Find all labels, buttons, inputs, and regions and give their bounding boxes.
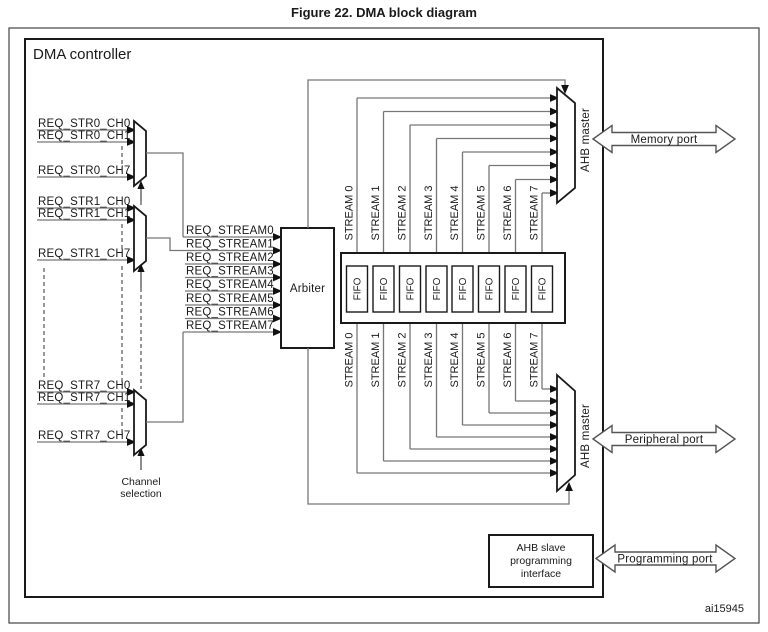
fifo-label: FIFO: [458, 277, 469, 300]
req-stream-label: REQ_STREAM3: [186, 266, 274, 278]
stream-label: STREAM 7: [529, 332, 541, 387]
req-label: REQ_STR7_CH0: [38, 380, 131, 392]
fifo-label: FIFO: [538, 277, 549, 300]
req-label: REQ_STR0_CH0: [38, 118, 131, 130]
memory-port-arrow: Memory port: [591, 124, 737, 154]
channel-mux-1: [133, 204, 147, 273]
fifo-label: FIFO: [511, 277, 522, 300]
fifo-box: [425, 265, 448, 313]
ahb-slave-label-line1: AHB slave: [516, 542, 565, 554]
fifo-label: FIFO: [485, 277, 496, 300]
peripheral-port-arrow: Peripheral port: [591, 424, 737, 454]
stream-label: STREAM 2: [397, 332, 409, 387]
stream-label: STREAM 2: [397, 185, 409, 240]
fifo-box: [345, 265, 369, 313]
fifo-box: [372, 265, 395, 313]
fifo-label: FIFO: [432, 277, 443, 300]
req-stream-label: REQ_STREAM6: [186, 307, 274, 319]
req-stream-label: REQ_STREAM2: [186, 252, 274, 264]
req-stream-label: REQ_STREAM1: [186, 239, 274, 251]
ellipsis-dashes: [43, 146, 142, 436]
figure-id: ai15945: [705, 603, 744, 615]
memory-port-label: Memory port: [631, 134, 698, 146]
stream-label: STREAM 6: [502, 332, 514, 387]
arbiter-to-peripheral-master-path: [307, 348, 573, 505]
peripheral-port-label: Peripheral port: [625, 434, 704, 446]
arbiter-label: Arbiter: [290, 283, 325, 295]
fifo-label: FIFO: [406, 277, 417, 300]
stream-label: STREAM 1: [370, 332, 382, 387]
ahb-slave-label-line3: interface: [521, 568, 561, 580]
fifo-label: FIFO: [353, 277, 364, 300]
request-group-7: REQ_STR7_CH0 REQ_STR7_CH1 REQ_STR7_CH7: [37, 332, 184, 457]
channel-selection-label-line1: Channel: [121, 476, 160, 488]
stream-label: STREAM 4: [449, 332, 461, 387]
stream-label: STREAM 7: [529, 185, 541, 240]
figure-frame: [8, 27, 760, 624]
channel-selection-arrows: Channel selection: [120, 180, 162, 500]
req-label: REQ_STR1_CH1: [38, 208, 131, 220]
figure-title: Figure 22. DMA block diagram: [291, 5, 477, 20]
fifo-label: FIFO: [379, 277, 390, 300]
stream-label: STREAM 5: [476, 185, 488, 240]
programming-port-arrow: Programming port: [594, 543, 737, 574]
req-label: REQ_STR7_CH7: [38, 430, 131, 442]
stream-label: STREAM 4: [449, 185, 461, 240]
req-stream-label: REQ_STREAM4: [186, 279, 274, 291]
fifo-box: [451, 265, 474, 313]
stream-labels-top: STREAM 0 STREAM 1 STREAM 2 STREAM 3 STRE…: [344, 185, 541, 240]
fifo-box: [398, 265, 422, 313]
request-group-0: REQ_STR0_CH0 REQ_STR0_CH1 REQ_STR0_CH7: [37, 118, 184, 237]
fifo-box: [530, 265, 554, 313]
request-group-1: REQ_STR1_CH0 REQ_STR1_CH1 REQ_STR1_CH7: [37, 196, 171, 273]
fifo-box: [477, 265, 501, 313]
stream-lines: [353, 94, 560, 477]
ahb-slave-box: [488, 534, 594, 588]
req-label: REQ_STR0_CH1: [38, 130, 131, 142]
dma-controller-label: DMA controller: [33, 46, 131, 63]
channel-mux-0: [133, 119, 147, 188]
channel-mux-7: [133, 388, 147, 457]
stream-label: STREAM 1: [370, 185, 382, 240]
programming-port-label: Programming port: [617, 554, 713, 566]
req-label: REQ_STR7_CH1: [38, 392, 131, 404]
stream-label: STREAM 6: [502, 185, 514, 240]
arbiter-box: [280, 227, 335, 349]
ahb-master-memory-label: AHB master: [580, 108, 592, 172]
req-label: REQ_STR0_CH7: [38, 165, 131, 177]
ahb-slave-label-line2: programming: [510, 555, 572, 567]
stream-label: STREAM 3: [423, 332, 435, 387]
ahb-master-peripheral-label: AHB master: [580, 404, 592, 468]
fifo-boxes: FIFO FIFO FIFO FIFO FIFO FIFO FIFO FIFO: [345, 265, 554, 313]
arbiter-to-memory-master-path: [307, 79, 569, 228]
stream-label: STREAM 0: [344, 185, 356, 240]
stream-label: STREAM 3: [423, 185, 435, 240]
req-stream-label: REQ_STREAM0: [186, 225, 274, 237]
stream-label: STREAM 0: [344, 332, 356, 387]
channel-selection-label-line2: selection: [120, 488, 162, 500]
stream-labels-bottom: STREAM 0 STREAM 1 STREAM 2 STREAM 3 STRE…: [344, 332, 541, 387]
ahb-master-memory-mux: [556, 86, 576, 205]
req-stream-inputs: REQ_STREAM0 REQ_STREAM1 REQ_STREAM2 REQ_…: [170, 225, 283, 336]
ahb-master-peripheral-mux: [556, 372, 576, 494]
fifo-box: [504, 265, 527, 313]
req-stream-label: REQ_STREAM5: [186, 293, 274, 305]
stream-label: STREAM 5: [476, 332, 488, 387]
req-stream-label: REQ_STREAM7: [186, 320, 274, 332]
req-label: REQ_STR1_CH0: [38, 196, 131, 208]
req-label: REQ_STR1_CH7: [38, 248, 131, 260]
